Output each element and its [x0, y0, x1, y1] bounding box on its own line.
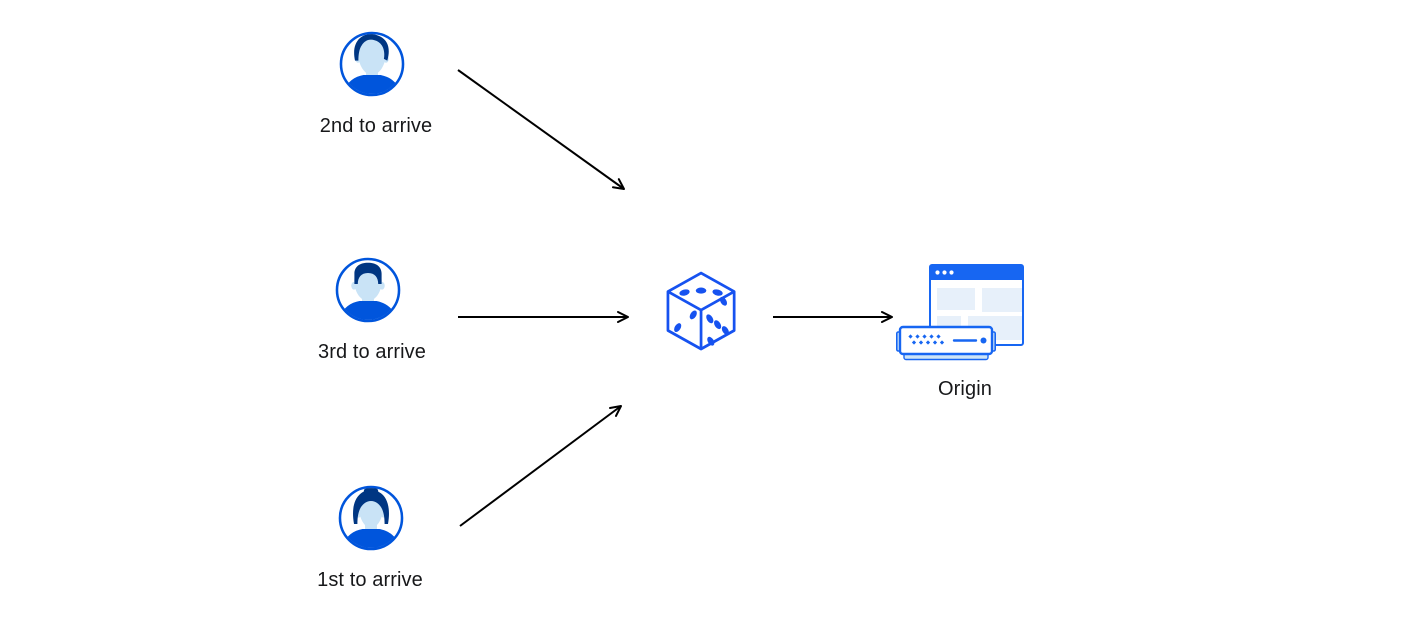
node-visitor-top: [338, 30, 406, 98]
user-avatar-man-swept-hair-icon: [339, 31, 405, 97]
visitor-middle-label: 3rd to arrive: [317, 341, 426, 363]
node-dice: [666, 270, 740, 354]
origin-server-window-icon: [896, 264, 1024, 361]
node-visitor-middle: [334, 256, 402, 324]
arrow-visitor-top-to-dice: [457, 69, 625, 190]
arrow-visitor-bottom-to-dice: [459, 405, 622, 527]
user-avatar-woman-bun-icon: [338, 485, 404, 551]
visitor-bottom-label: 1st to arrive: [317, 569, 423, 591]
dice-icon: [666, 271, 736, 351]
visitor-top-label: 2nd to arrive: [319, 115, 433, 137]
user-avatar-man-flat-hair-icon: [335, 257, 401, 323]
node-visitor-bottom: [337, 484, 405, 552]
origin-label: Origin: [938, 378, 992, 400]
node-origin: [896, 262, 1026, 364]
